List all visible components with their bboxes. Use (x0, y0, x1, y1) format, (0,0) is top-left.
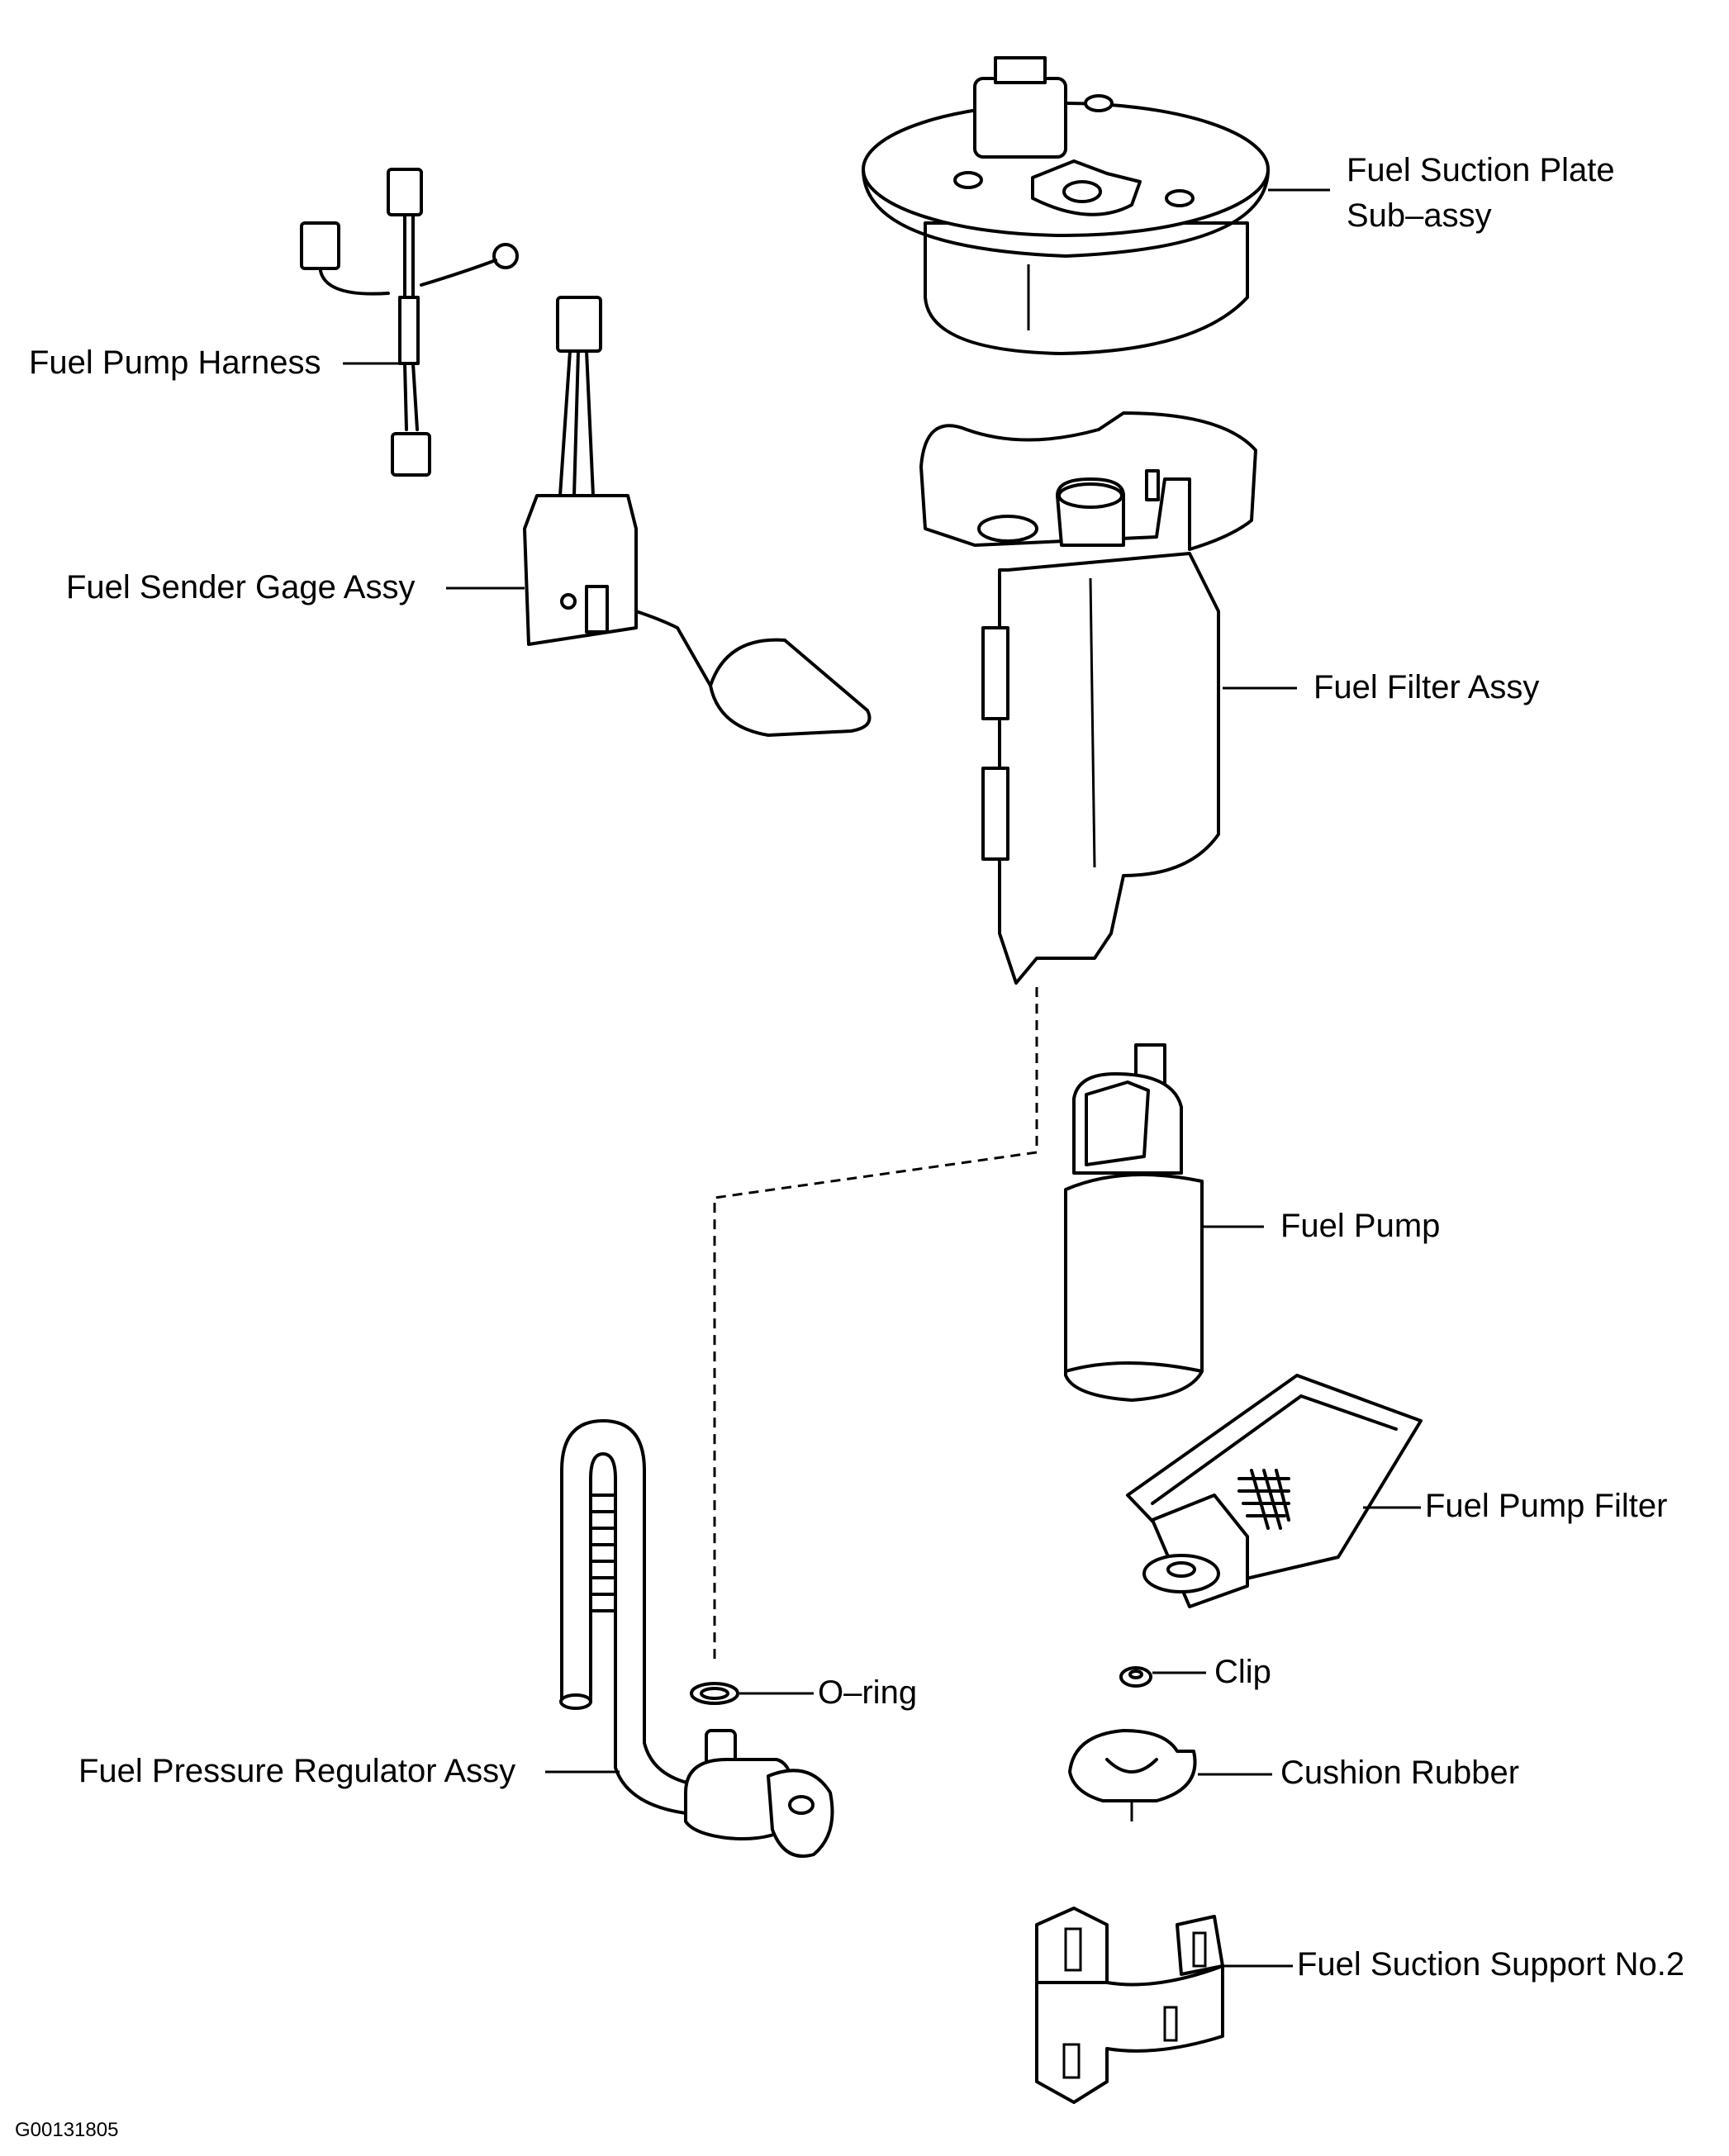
fuel-sender-gage-part (523, 296, 872, 737)
leader-lines (343, 188, 1421, 1968)
label-fuel-pump-filter: Fuel Pump Filter (1425, 1488, 1668, 1524)
label-clip: Clip (1214, 1654, 1271, 1690)
label-fuel-sender-gage: Fuel Sender Gage Assy (66, 569, 416, 605)
fuel-suction-support-part (1035, 1907, 1224, 2104)
fuel-pump-filter-part (1126, 1374, 1423, 1608)
cushion-rubber-part (1068, 1729, 1197, 1821)
fuel-pump-part (1064, 1043, 1204, 1402)
label-fuel-suction-support: Fuel Suction Support No.2 (1297, 1946, 1685, 1983)
fuel-pressure-regulator-part (559, 1419, 834, 1858)
fuel-filter-part (919, 411, 1257, 985)
connection-dashed-line (713, 987, 1038, 1664)
label-fuel-pump: Fuel Pump (1280, 1208, 1441, 1244)
fuel-pump-harness-part (300, 168, 519, 477)
label-fuel-suction-plate-line1: Fuel Suction Plate (1347, 152, 1615, 188)
fuel-suction-plate-part (862, 56, 1270, 355)
label-fuel-filter: Fuel Filter Assy (1313, 669, 1540, 705)
o-ring-part (690, 1682, 739, 1705)
clip-part (1119, 1666, 1152, 1688)
label-fuel-pump-harness: Fuel Pump Harness (29, 344, 321, 381)
label-fuel-pressure-regulator: Fuel Pressure Regulator Assy (78, 1753, 516, 1789)
label-cushion-rubber: Cushion Rubber (1280, 1755, 1520, 1791)
label-o-ring: O–ring (818, 1674, 918, 1711)
figure-id: G00131805 (15, 2119, 119, 2141)
label-fuel-suction-plate-line2: Sub–assy (1347, 197, 1492, 234)
